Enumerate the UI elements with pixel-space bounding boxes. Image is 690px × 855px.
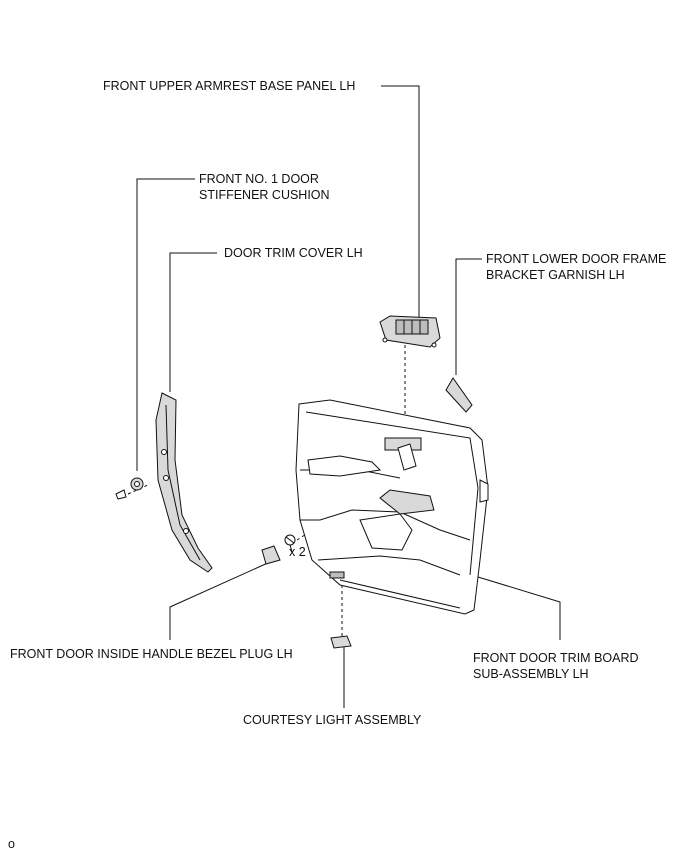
bezel-plug-part xyxy=(261,545,281,565)
door-trim-board-part xyxy=(295,399,489,615)
label-stiffener-cushion-line1: FRONT NO. 1 DOOR xyxy=(199,172,319,186)
label-bezel-plug: FRONT DOOR INSIDE HANDLE BEZEL PLUG LH xyxy=(10,647,293,661)
label-armrest-base-panel: FRONT UPPER ARMREST BASE PANEL LH xyxy=(103,79,356,93)
label-trim-board-line2: SUB-ASSEMBLY LH xyxy=(473,667,589,681)
frame-bracket-garnish-part xyxy=(445,377,473,413)
figure-mark: o xyxy=(8,837,15,851)
label-frame-garnish-line2: BRACKET GARNISH LH xyxy=(486,268,625,282)
label-screw-quantity: x 2 xyxy=(289,545,306,559)
label-courtesy-light: COURTESY LIGHT ASSEMBLY xyxy=(243,713,422,727)
label-trim-board-line1: FRONT DOOR TRIM BOARD xyxy=(473,651,639,665)
door-trim-cover-part xyxy=(155,392,213,573)
label-frame-garnish-line1: FRONT LOWER DOOR FRAME xyxy=(486,252,667,266)
leader-lines xyxy=(136,85,561,708)
armrest-base-panel-part xyxy=(379,315,441,348)
label-door-trim-cover: DOOR TRIM COVER LH xyxy=(224,246,363,260)
courtesy-light-part xyxy=(330,635,352,649)
label-stiffener-cushion-line2: STIFFENER CUSHION xyxy=(199,188,330,202)
screw-part xyxy=(284,534,296,553)
stiffener-cushion-part xyxy=(115,477,144,500)
